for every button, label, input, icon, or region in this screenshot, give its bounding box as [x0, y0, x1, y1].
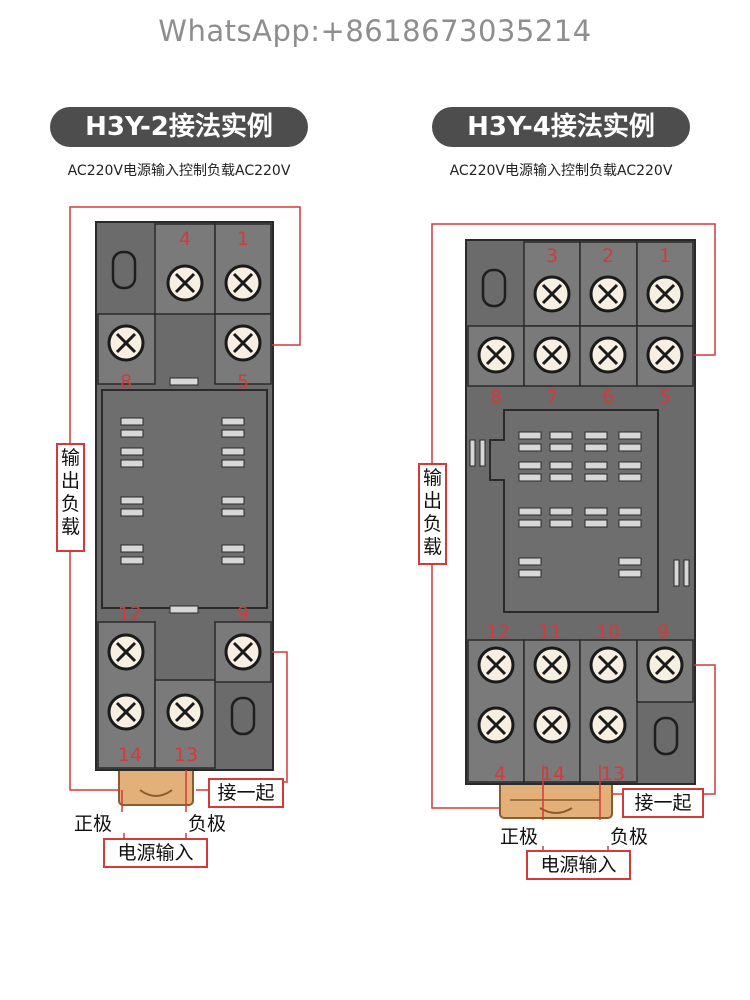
- terminal-number: 13: [601, 763, 625, 785]
- terminal-number: 4: [494, 763, 506, 785]
- terminal-number: 13: [174, 744, 198, 766]
- screw-terminal-icon: [589, 646, 627, 684]
- right-title: H3Y-4接法实例: [432, 107, 690, 147]
- right-negative-label: 负极: [610, 826, 649, 848]
- terminal-number: 14: [118, 744, 142, 766]
- screw-terminal-icon: [533, 275, 571, 313]
- screw-terminal-icon: [107, 633, 145, 671]
- terminal-number: 8: [120, 371, 132, 393]
- right-connect-together-label: 接一起: [622, 788, 704, 818]
- left-subtitle: AC220V电源输入控制负载AC220V: [67, 163, 291, 179]
- h3y-4-socket-diagram: 3 2 1 8 7 6 5 12 11 10 9 4 14 13: [431, 223, 716, 852]
- screw-terminal-icon: [224, 264, 262, 302]
- terminal-number: 5: [237, 371, 249, 393]
- terminal-number: 2: [602, 245, 614, 267]
- screw-terminal-icon: [477, 336, 515, 374]
- screw-terminal-icon: [107, 324, 145, 362]
- terminal-number: 7: [546, 386, 558, 408]
- terminal-number: 1: [659, 245, 671, 267]
- terminal-number: 6: [602, 386, 614, 408]
- screw-terminal-icon: [533, 336, 571, 374]
- terminal-number: 4: [179, 228, 191, 250]
- left-positive-label: 正极: [74, 813, 113, 835]
- left-output-load-label: 输出负载: [56, 443, 85, 552]
- terminal-number: 9: [657, 621, 669, 643]
- screw-terminal-icon: [589, 336, 627, 374]
- screw-terminal-icon: [224, 324, 262, 362]
- screw-terminal-icon: [589, 275, 627, 313]
- left-title: H3Y-2接法实例: [50, 107, 308, 147]
- right-subtitle: AC220V电源输入控制负载AC220V: [449, 163, 673, 179]
- screw-terminal-icon: [166, 264, 204, 302]
- terminal-number: 1: [237, 228, 249, 250]
- left-connect-together-label: 接一起: [208, 778, 284, 808]
- terminal-number: 9: [237, 603, 249, 625]
- left-power-input-label: 电源输入: [103, 838, 208, 868]
- screw-terminal-icon: [477, 646, 515, 684]
- left-negative-label: 负极: [188, 813, 227, 835]
- mounting-hole-icon: [653, 716, 679, 756]
- screw-terminal-icon: [533, 706, 571, 744]
- mounting-hole-icon: [230, 696, 256, 736]
- screw-terminal-icon: [589, 706, 627, 744]
- screw-terminal-icon: [166, 693, 204, 731]
- terminal-number: 8: [490, 386, 502, 408]
- screw-terminal-icon: [477, 706, 515, 744]
- terminal-number: 12: [486, 621, 510, 643]
- terminal-number: 3: [546, 245, 558, 267]
- watermark: WhatsApp:+8618673035214: [158, 14, 592, 48]
- terminal-number: 10: [596, 621, 620, 643]
- mounting-hole-icon: [111, 250, 137, 290]
- right-output-load-label: 输出负载: [418, 463, 447, 565]
- screw-terminal-icon: [107, 693, 145, 731]
- screw-terminal-icon: [646, 336, 684, 374]
- terminal-number: 14: [541, 763, 565, 785]
- mounting-hole-icon: [481, 268, 507, 308]
- right-power-input-label: 电源输入: [526, 850, 631, 880]
- terminal-number: 11: [538, 621, 562, 643]
- screw-terminal-icon: [646, 275, 684, 313]
- h3y-2-socket-diagram: 4 1 8 5 12 9 14 13: [69, 206, 301, 840]
- terminal-number: 12: [118, 603, 142, 625]
- screw-terminal-icon: [646, 646, 684, 684]
- screw-terminal-icon: [224, 633, 262, 671]
- right-positive-label: 正极: [500, 826, 539, 848]
- screw-terminal-icon: [533, 646, 571, 684]
- terminal-number: 5: [659, 386, 671, 408]
